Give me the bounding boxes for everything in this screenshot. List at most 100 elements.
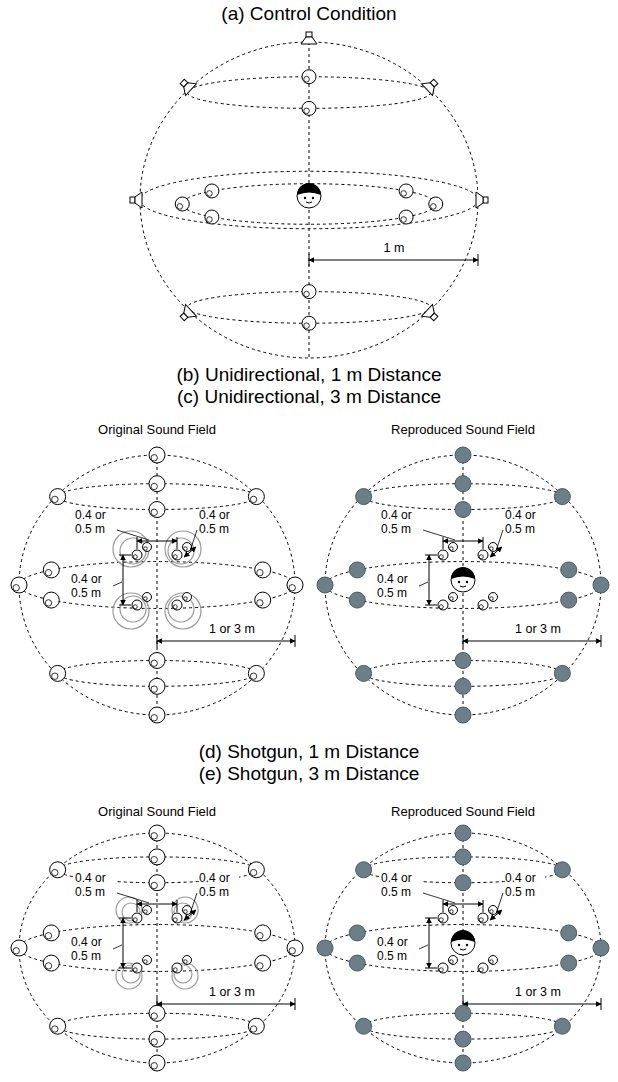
dimension-arrow — [443, 904, 483, 905]
virtual-source — [554, 665, 570, 681]
extension-line — [483, 537, 484, 549]
virtual-source — [455, 502, 471, 518]
virtual-source — [455, 678, 471, 694]
microphone-capsule — [207, 217, 213, 223]
microphone-symbol — [143, 906, 152, 915]
microphone-symbol — [149, 849, 165, 865]
microphone-capsule — [490, 960, 494, 964]
virtual-source — [356, 489, 372, 505]
microphone-symbol — [449, 543, 458, 552]
microphone-capsule — [304, 76, 310, 82]
microphone-symbol — [438, 963, 448, 973]
microphone-symbol — [248, 1018, 264, 1034]
microphone-capsule — [151, 856, 157, 862]
panel-title: (d) Shotgun, 1 m Distance — [199, 741, 420, 763]
listener-eye — [466, 944, 468, 946]
microphone-capsule — [173, 968, 177, 972]
dimension-label: 0.4 or 0.5 m — [71, 936, 111, 964]
sphere-outline — [325, 455, 601, 715]
listener-eye — [458, 581, 460, 583]
vertical-axis — [157, 833, 158, 1063]
sphere-outline — [325, 833, 601, 1063]
extension-line — [425, 918, 437, 919]
virtual-source — [455, 1031, 471, 1047]
virtual-source — [455, 447, 471, 463]
microphone-capsule — [490, 597, 494, 601]
microphone-capsule — [439, 918, 443, 922]
loudspeaker-symbol — [177, 305, 197, 325]
microphone-symbol — [287, 940, 303, 956]
loudspeaker-symbol — [177, 76, 197, 96]
polar-pattern — [172, 963, 198, 989]
virtual-source — [561, 955, 577, 971]
virtual-source — [593, 577, 609, 593]
microphone-capsule — [184, 910, 188, 914]
microphone-symbol — [478, 550, 488, 560]
microphone-capsule — [250, 496, 256, 502]
leader-line — [190, 530, 197, 551]
microphone-capsule — [13, 948, 19, 954]
microphone-capsule — [450, 547, 454, 551]
extension-line — [119, 555, 131, 556]
microphone-capsule — [151, 1013, 157, 1019]
virtual-source — [561, 562, 577, 578]
microphone-capsule — [207, 191, 213, 197]
virtual-source — [455, 476, 471, 492]
microphone-symbol — [149, 1031, 165, 1047]
extension-line — [425, 605, 437, 606]
microphone-symbol — [429, 197, 443, 211]
distance-arrow — [463, 641, 601, 642]
virtual-source — [554, 1018, 570, 1034]
listener-mouth — [460, 586, 466, 587]
panel-title: (c) Unidirectional, 3 m Distance — [177, 386, 441, 408]
leader-line — [496, 893, 503, 914]
dimension-label: 0.4 or 0.5 m — [381, 872, 421, 900]
microphone-symbol — [302, 285, 316, 299]
microphone-symbol — [449, 906, 458, 915]
microphone-capsule — [52, 673, 58, 679]
microphone-symbol — [449, 593, 458, 602]
virtual-source — [317, 577, 333, 593]
dimension-arrow — [429, 555, 430, 605]
virtual-source — [349, 592, 365, 608]
microphone-capsule — [184, 597, 188, 601]
microphone-capsule — [45, 600, 51, 606]
loudspeaker-cone — [422, 79, 438, 95]
virtual-source — [561, 925, 577, 941]
distance-label: 1 m — [382, 241, 407, 255]
dimension-arrow — [137, 904, 177, 905]
leader-line — [113, 945, 122, 949]
microphone-symbol — [149, 652, 165, 668]
microphone-capsule — [52, 1026, 58, 1032]
distance-arrow — [157, 641, 295, 642]
microphone-symbol — [399, 210, 413, 224]
microphone-capsule — [490, 910, 494, 914]
sphere-ring — [19, 562, 295, 609]
sound-field-label: Original Sound Field — [96, 423, 218, 438]
microphone-symbol — [205, 184, 219, 198]
dimension-label: 0.4 or 0.5 m — [199, 509, 239, 537]
distance-label: 1 or 3 m — [207, 985, 257, 999]
microphone-capsule — [257, 963, 263, 969]
loudspeaker-cone — [476, 192, 483, 208]
microphone-symbol — [149, 476, 165, 492]
microphone-capsule — [151, 686, 157, 692]
virtual-source — [356, 665, 372, 681]
microphone-capsule — [289, 585, 295, 591]
loudspeaker-magnet — [130, 197, 135, 203]
microphone-capsule — [151, 1039, 157, 1045]
sound-field-label: Reproduced Sound Field — [389, 805, 537, 820]
listener-head — [451, 568, 475, 592]
microphone-capsule — [401, 191, 407, 197]
virtual-source — [593, 940, 609, 956]
microphone-capsule — [52, 869, 58, 875]
microphone-symbol — [11, 577, 27, 593]
microphone-capsule — [144, 547, 148, 551]
microphone-symbol — [172, 600, 182, 610]
microphone-symbol — [478, 913, 488, 923]
dimension-label: 0.4 or 0.5 m — [75, 509, 115, 537]
dimension-label: 0.4 or 0.5 m — [505, 509, 545, 537]
sound-field-label: Original Sound Field — [96, 805, 218, 820]
listener-hair — [297, 183, 321, 195]
